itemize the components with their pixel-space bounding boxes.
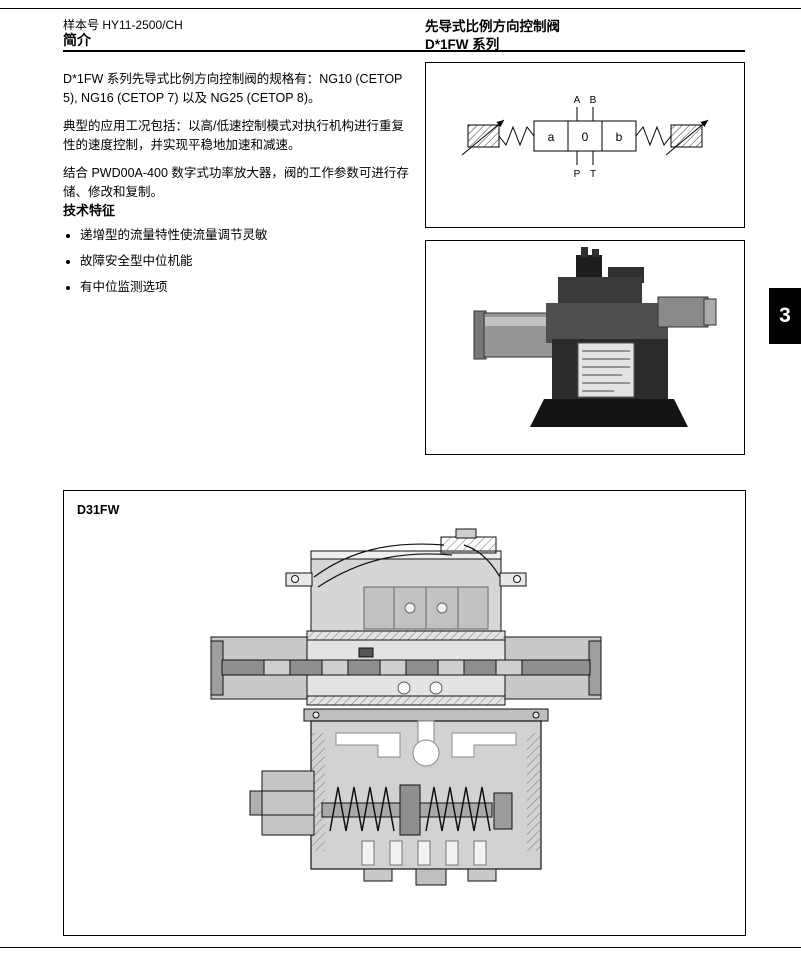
section-tab: 3 (769, 288, 801, 344)
page-top-rule (0, 8, 801, 9)
intro-paragraph-3: 结合 PWD00A-400 数字式功率放大器，阀的工作参数可进行存储、修改和复制… (63, 166, 409, 199)
features-list: 递增型的流量特性使流量调节灵敏 故障安全型中位机能 有中位监测选项 (63, 224, 403, 302)
figure-label: D31FW (77, 503, 120, 517)
valve-symbol-panel: a 0 b A B P T (425, 62, 745, 228)
intro-paragraph-1: D*1FW 系列先导式比例方向控制阀的规格有：NG10 (CETOP 5), N… (63, 72, 403, 105)
page-title: 简介 (63, 32, 91, 48)
catalog-number: 样本号 HY11-2500/CH (63, 18, 183, 32)
intro-section: D*1FW 系列先导式比例方向控制阀的规格有：NG10 (CETOP 5), N… (63, 70, 410, 211)
feature-item: 故障安全型中位机能 (80, 250, 403, 269)
intro-paragraph-2: 典型的应用工况包括：以高/低速控制模式对执行机构进行重复性的速度控制，并实现平稳… (63, 119, 404, 152)
valve-cross-section-drawing (210, 528, 602, 886)
product-title: 先导式比例方向控制阀 (425, 19, 560, 34)
series-title: D*1FW 系列 (425, 37, 500, 52)
symbol-port-t: T (590, 169, 596, 180)
cross-section-panel: D31FW (63, 490, 746, 936)
symbol-pos-0: 0 (582, 130, 589, 144)
symbol-pos-b: b (616, 130, 623, 144)
symbol-port-b: B (590, 95, 597, 106)
features-heading: 技术特征 (63, 203, 116, 218)
feature-item: 递增型的流量特性使流量调节灵敏 (80, 224, 403, 243)
valve-photo-panel (425, 240, 745, 455)
symbol-port-a: A (574, 95, 581, 106)
symbol-port-p: P (574, 169, 581, 180)
valve-symbol-drawing: a 0 b A B P T (461, 95, 709, 180)
symbol-pos-a: a (548, 130, 555, 144)
header-divider (63, 50, 745, 52)
page-bottom-rule (0, 947, 801, 948)
valve-photo-illustration (473, 247, 717, 427)
feature-item: 有中位监测选项 (80, 276, 403, 295)
